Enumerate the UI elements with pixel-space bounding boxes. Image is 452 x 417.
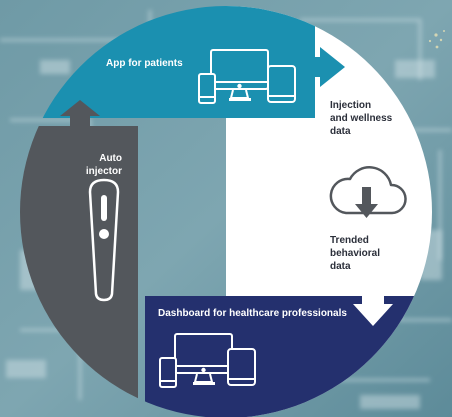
auto-injector-icon [88,178,120,302]
devices-icon [159,333,256,388]
injection-data-line: data [330,126,351,137]
arrow-down [353,288,393,326]
devices-icon [198,49,296,104]
injection-data-line: Injection [330,100,372,111]
trended-data-line: behavioral [330,248,381,259]
app-for-patients-label: App for patients [106,58,183,69]
injection-data-line: and wellness [330,113,393,124]
arrow-up [60,100,100,130]
injection-data-label: Injection and wellness data [330,99,392,138]
arrow-right [308,47,345,87]
auto-injector-label: Auto injector [62,152,122,178]
trended-data-line: data [330,261,351,272]
dashboard-label: Dashboard for healthcare professionals [158,308,347,319]
trended-data-label: Trended behavioral data [330,234,380,273]
cloud-download-icon [329,166,407,218]
auto-injector-line: Auto [99,153,122,164]
trended-data-line: Trended [330,235,369,246]
sparkle-dots [428,30,445,49]
auto-injector-line: injector [85,166,122,177]
